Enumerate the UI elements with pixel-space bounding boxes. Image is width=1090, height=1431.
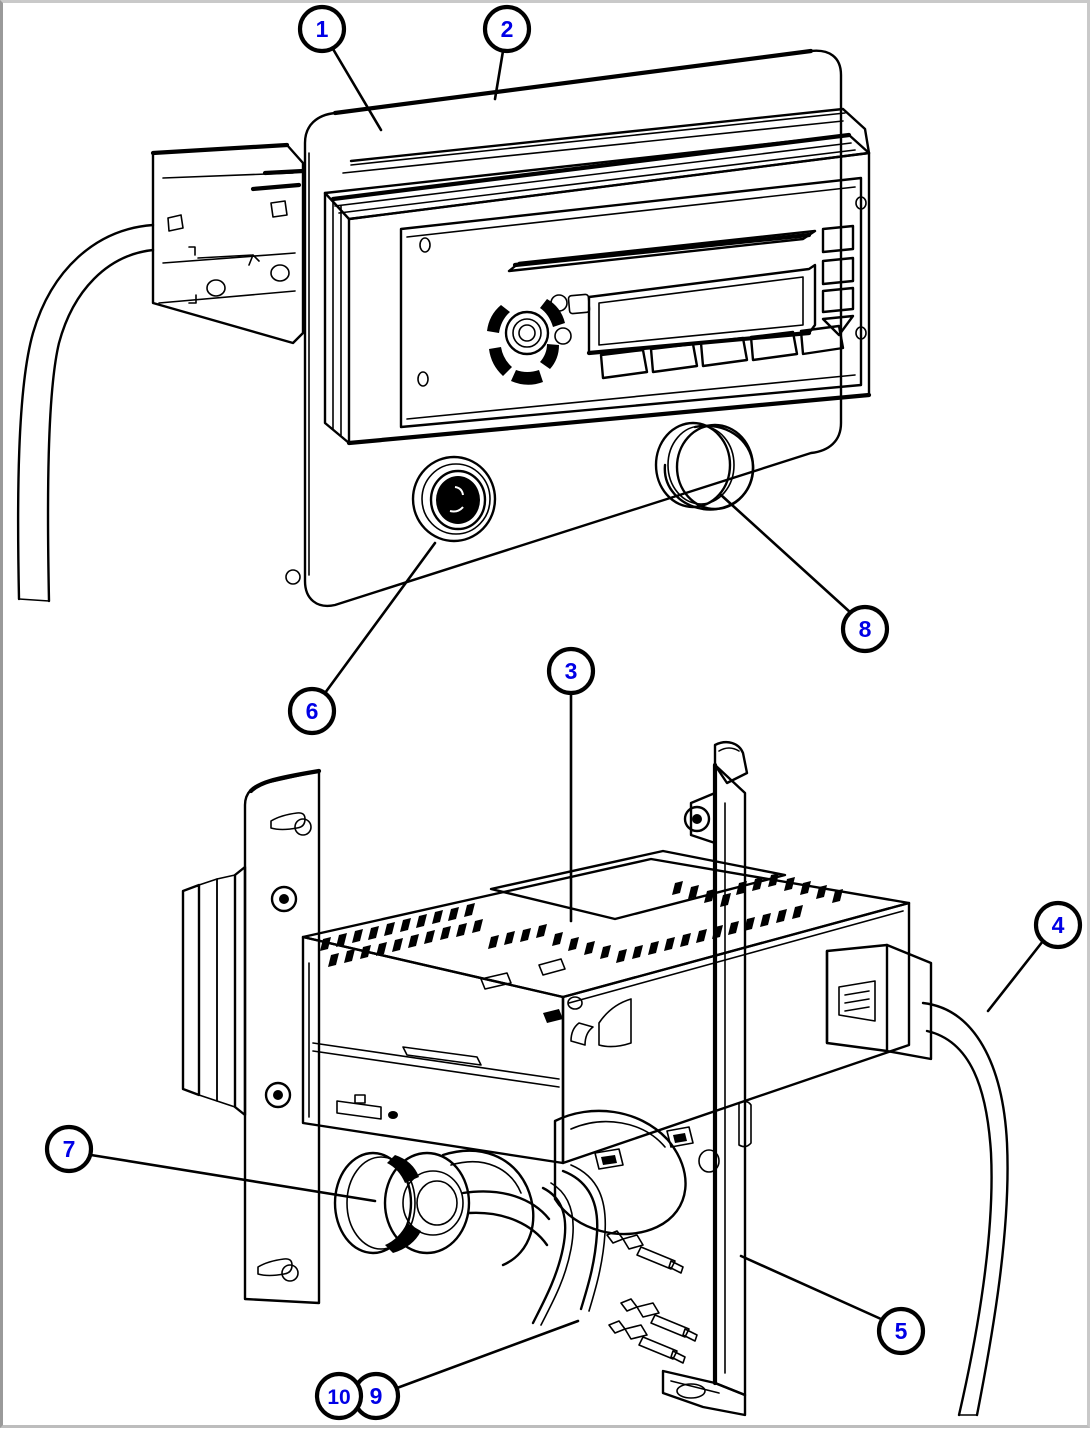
wiring-harness-upper — [16, 223, 155, 603]
lower-assembly — [181, 741, 1009, 1417]
callout-number-10: 10 — [327, 1386, 350, 1409]
connector-block — [825, 943, 933, 1061]
callout-bubble-1[interactable] — [297, 4, 347, 54]
speaker-lead-wires — [531, 1164, 698, 1364]
callout-number-7: 7 — [63, 1136, 76, 1162]
callout-leader-1 — [331, 47, 383, 132]
radio-head-unit-upper — [323, 107, 872, 446]
drive-mechanism — [553, 1109, 720, 1236]
mounting-bracket-left — [181, 768, 322, 1305]
callout-5[interactable]: 5 — [739, 1254, 926, 1356]
radio-faceplate-controls — [417, 196, 867, 387]
callout-bubble-4[interactable] — [1033, 900, 1083, 950]
mounting-bracket-right — [661, 741, 752, 1417]
radio-chassis-lower — [301, 849, 911, 1165]
callout-2[interactable]: 2 — [482, 4, 532, 101]
speaker — [333, 1149, 551, 1267]
callout-leader-4 — [986, 939, 1045, 1013]
callout-leader-5 — [739, 1254, 883, 1321]
callout-leader-2 — [493, 49, 505, 101]
radio-rear-frame-upper — [150, 142, 306, 345]
dash-trim-panel — [303, 48, 843, 608]
wiring-harness-right — [921, 1001, 1009, 1417]
callout-bubble-8[interactable] — [840, 604, 890, 654]
callout-3[interactable]: 3 — [546, 646, 596, 923]
control-knob — [654, 421, 755, 511]
callout-7[interactable]: 7 — [44, 1124, 377, 1203]
callout-bubble-3[interactable] — [546, 646, 596, 696]
callout-6[interactable]: 6 — [287, 541, 437, 736]
callout-number-9: 9 — [370, 1383, 383, 1409]
callout-leader-6 — [323, 541, 437, 695]
callout-number-5: 5 — [895, 1318, 908, 1344]
callout-bubble-7[interactable] — [44, 1124, 94, 1174]
callout-bubble-10[interactable] — [314, 1371, 364, 1421]
callout-layer: 1 2 3 4 5 6 7 8 9 10 — [44, 4, 1083, 1421]
callout-number-4: 4 — [1052, 912, 1065, 938]
callout-number-8: 8 — [859, 616, 872, 642]
upper-assembly — [16, 48, 872, 608]
callout-bubble-2[interactable] — [482, 4, 532, 54]
parts-diagram-artwork: .ln{fill:none;stroke:#000;stroke-width:2… — [16, 4, 1083, 1421]
callout-bubble-5[interactable] — [876, 1306, 926, 1356]
callout-leader-8 — [719, 493, 853, 615]
callout-4[interactable]: 4 — [986, 900, 1083, 1013]
callout-bubble-6[interactable] — [287, 686, 337, 736]
callout-8[interactable]: 8 — [719, 493, 890, 654]
callout-10[interactable]: 10 — [314, 1371, 364, 1421]
callout-leader-7 — [89, 1153, 377, 1203]
callout-1[interactable]: 1 — [297, 4, 383, 132]
power-socket — [411, 455, 497, 543]
callout-9[interactable]: 9 — [351, 1319, 580, 1421]
callout-leader-9 — [395, 1319, 580, 1390]
callout-number-2: 2 — [501, 16, 514, 42]
callout-number-6: 6 — [306, 698, 319, 724]
callout-number-1: 1 — [316, 16, 329, 42]
callout-number-3: 3 — [565, 658, 578, 684]
